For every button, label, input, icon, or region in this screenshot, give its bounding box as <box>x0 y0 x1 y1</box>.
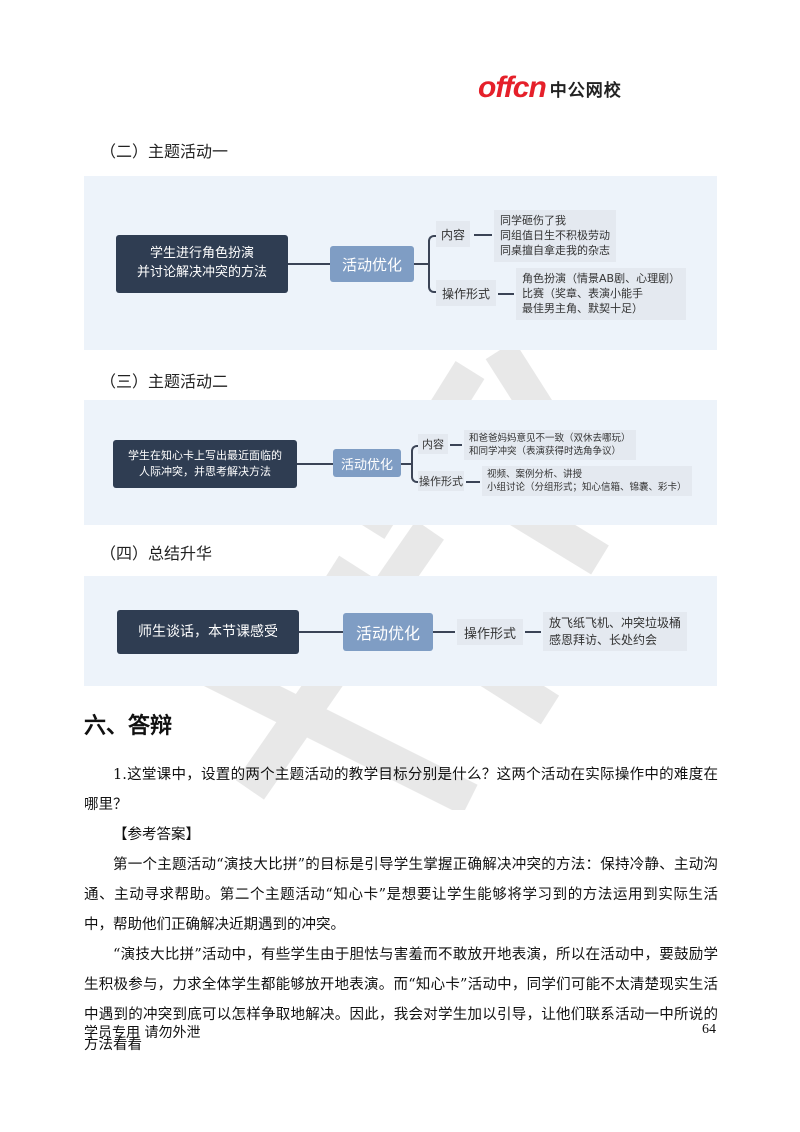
leaf-operation-form: 角色扮演（情景AB剧、心理剧） 比赛（奖章、表演小能手 最佳男主角、默契十足） <box>516 268 687 320</box>
heading-summary: （四）总结升华 <box>100 544 213 563</box>
connector <box>433 631 455 633</box>
leaf-item: 和爸爸妈妈意见不一致（双休去哪玩） <box>469 433 631 444</box>
mindmap-mid-node: 活动优化 <box>330 246 414 282</box>
root-line: 人际冲突，并思考解决方法 <box>139 465 271 478</box>
leaf-item: 和同学冲突（表演获得时选角争议） <box>469 446 622 458</box>
connector <box>474 234 492 236</box>
footer-confidential: 学员专用 请勿外泄 <box>84 1025 201 1041</box>
leaf-item: 比赛（奖章、表演小能手 <box>522 287 643 301</box>
connector <box>401 463 411 465</box>
branch-operation-form: 操作形式 <box>457 619 523 645</box>
mindmap-root-node: 学生进行角色扮演并讨论解决冲突的方法 <box>116 235 288 293</box>
connector <box>414 263 428 265</box>
connector <box>466 481 480 483</box>
answer-label: 【参考答案】 <box>113 827 200 843</box>
defense-body: 1.这堂课中，设置的两个主题活动的教学目标分别是什么？这两个活动在实际操作中的难… <box>84 760 718 1060</box>
leaf-item: 同组值日生不积极劳动 <box>500 229 610 243</box>
connector <box>297 463 333 465</box>
mindmap-activity-two: 学生在知心卡上写出最近面临的人际冲突，并思考解决方法 活动优化 内容 和爸爸妈妈… <box>84 400 717 525</box>
leaf-operation-form: 视频、案例分析、讲授 小组讨论（分组形式；知心信箱、锦囊、彩卡） <box>482 466 692 497</box>
connector <box>498 293 514 295</box>
answer-paragraph: 第一个主题活动“演技大比拼”的目标是引导学生掌握正确解决冲突的方法：保持冷静、主… <box>84 857 718 933</box>
leaf-item: 角色扮演（情景AB剧、心理剧） <box>522 272 681 285</box>
leaf-item: 视频、案例分析、讲授 <box>487 469 583 480</box>
leaf-content: 同学砸伤了我 同组值日生不积极劳动 同桌擅自拿走我的杂志 <box>494 210 616 262</box>
mindmap-mid-node: 活动优化 <box>343 613 433 651</box>
page-number: 64 <box>702 1022 716 1037</box>
leaf-content: 和爸爸妈妈意见不一致（双休去哪玩） 和同学冲突（表演获得时选角争议） <box>464 430 636 461</box>
answer-paragraph: “演技大比拼”活动中，有些学生由于胆怯与害羞而不敢放开地表演，所以在活动中，要鼓… <box>84 947 718 1053</box>
connector <box>525 631 541 633</box>
leaf-item: 同桌擅自拿走我的杂志 <box>500 244 610 258</box>
leaf-item: 同学砸伤了我 <box>500 214 566 227</box>
mindmap-root-node: 学生在知心卡上写出最近面临的人际冲突，并思考解决方法 <box>113 440 297 488</box>
heading-activity-two: （三）主题活动二 <box>100 372 229 391</box>
connector <box>450 444 462 446</box>
root-line: 学生进行角色扮演 <box>149 246 254 262</box>
section-title-defense: 六、答辩 <box>84 713 173 739</box>
branch-content: 内容 <box>418 434 448 454</box>
branch-content: 内容 <box>436 221 470 247</box>
leaf-item: 最佳男主角、默契十足） <box>522 302 643 316</box>
mindmap-summary: 师生谈话，本节课感受 活动优化 操作形式 放飞纸飞机、冲突垃圾桶 感恩拜访、长处… <box>84 576 717 686</box>
mindmap-activity-one: 学生进行角色扮演并讨论解决冲突的方法 活动优化 内容 同学砸伤了我 同组值日生不… <box>84 176 717 350</box>
branch-operation-form: 操作形式 <box>436 280 496 306</box>
connector <box>299 631 343 633</box>
mindmap-root-node: 师生谈话，本节课感受 <box>117 610 299 654</box>
connector <box>288 263 330 265</box>
branch-operation-form: 操作形式 <box>418 471 464 491</box>
brand-logo: offcn 中公网校 <box>478 70 622 106</box>
mindmap-mid-node: 活动优化 <box>333 449 401 477</box>
leaf-operation-form: 放飞纸飞机、冲突垃圾桶 感恩拜访、长处约会 <box>543 612 688 652</box>
leaf-item: 小组讨论（分组形式；知心信箱、锦囊、彩卡） <box>487 482 687 494</box>
heading-activity-one: （二）主题活动一 <box>100 142 229 161</box>
root-line: 学生在知心卡上写出最近面临的 <box>128 449 282 463</box>
root-line: 并讨论解决冲突的方法 <box>136 265 267 280</box>
root-line: 师生谈话，本节课感受 <box>138 623 278 640</box>
logo-text: 中公网校 <box>549 80 622 101</box>
logo-mark: offcn <box>478 71 547 104</box>
leaf-item: 放飞纸飞机、冲突垃圾桶 <box>549 616 682 630</box>
question-text: 1.这堂课中，设置的两个主题活动的教学目标分别是什么？这两个活动在实际操作中的难… <box>84 767 718 813</box>
branch-bracket <box>428 235 436 293</box>
branch-bracket <box>411 445 418 483</box>
leaf-item: 感恩拜访、长处约会 <box>549 632 658 647</box>
